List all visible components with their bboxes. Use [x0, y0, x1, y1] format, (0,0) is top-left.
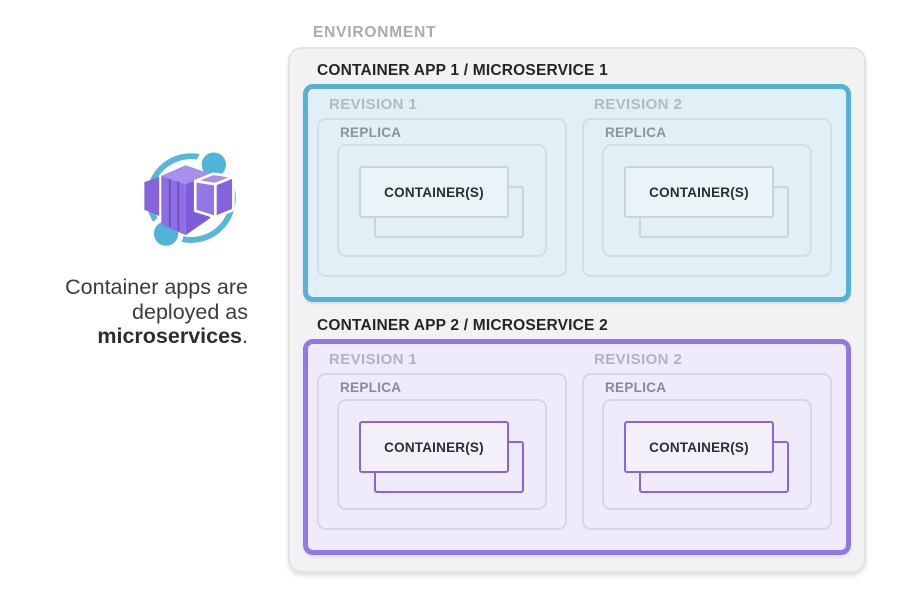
container-box-front: CONTAINER(S)	[624, 421, 774, 473]
app2-title: CONTAINER APP 2 / MICROSERVICE 2	[317, 317, 608, 334]
replica-label: REPLICA	[340, 380, 402, 395]
container-label: CONTAINER(S)	[649, 439, 749, 455]
app1-revision2: REVISION 2 REPLICA CONTAINER(S)	[582, 96, 832, 277]
revision-box: REPLICA CONTAINER(S)	[582, 373, 832, 530]
container-stack: CONTAINER(S)	[624, 166, 794, 242]
app2-box: REVISION 1 REPLICA CONTAINER(S) REVISION…	[303, 339, 851, 555]
app1-revision1: REVISION 1 REPLICA CONTAINER(S)	[317, 96, 567, 277]
container-box-front: CONTAINER(S)	[359, 166, 509, 218]
caption-line-3: microservices.	[28, 324, 248, 349]
container-stack: CONTAINER(S)	[359, 166, 529, 242]
caption-bold-word: microservices	[97, 324, 243, 348]
caption: Container apps are deployed as microserv…	[28, 275, 248, 349]
revision-label: REVISION 2	[594, 351, 683, 368]
revision-box: REPLICA CONTAINER(S)	[317, 118, 567, 277]
replica-label: REPLICA	[605, 125, 667, 140]
app1-title: CONTAINER APP 1 / MICROSERVICE 1	[317, 62, 608, 79]
container-label: CONTAINER(S)	[384, 184, 484, 200]
container-stack: CONTAINER(S)	[359, 421, 529, 497]
revision-box: REPLICA CONTAINER(S)	[317, 373, 567, 530]
replica-label: REPLICA	[340, 125, 402, 140]
replica-label: REPLICA	[605, 380, 667, 395]
replica-box: CONTAINER(S)	[602, 144, 812, 257]
caption-line-1: Container apps are	[65, 275, 248, 299]
revision-box: REPLICA CONTAINER(S)	[582, 118, 832, 277]
container-box-front: CONTAINER(S)	[624, 166, 774, 218]
replica-box: CONTAINER(S)	[602, 399, 812, 510]
container-stack: CONTAINER(S)	[624, 421, 794, 497]
environment-box: CONTAINER APP 1 / MICROSERVICE 1 REVISIO…	[288, 47, 866, 573]
revision-label: REVISION 2	[594, 96, 683, 113]
caption-period: .	[242, 324, 248, 348]
revision-label: REVISION 1	[329, 96, 418, 113]
container-label: CONTAINER(S)	[649, 184, 749, 200]
environment-label: ENVIRONMENT	[313, 24, 437, 41]
caption-line-2: deployed as	[132, 299, 248, 324]
app2-revision2: REVISION 2 REPLICA CONTAINER(S)	[582, 351, 832, 530]
app1-box: REVISION 1 REPLICA CONTAINER(S) REVISION…	[303, 84, 851, 302]
replica-box: CONTAINER(S)	[337, 399, 547, 510]
container-label: CONTAINER(S)	[384, 439, 484, 455]
app2-revision1: REVISION 1 REPLICA CONTAINER(S)	[317, 351, 567, 530]
container-box-front: CONTAINER(S)	[359, 421, 509, 473]
replica-box: CONTAINER(S)	[337, 144, 547, 257]
revision-label: REVISION 1	[329, 351, 418, 368]
container-apps-icon	[144, 147, 236, 250]
